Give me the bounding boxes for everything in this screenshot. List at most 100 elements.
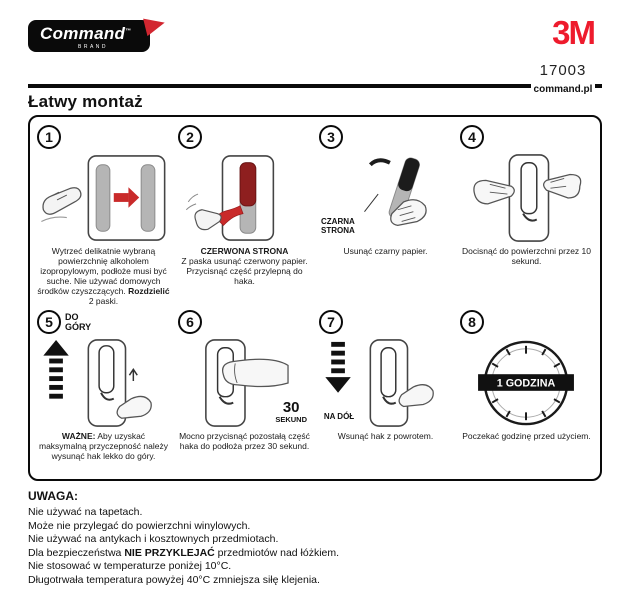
- step-7-caption: Wsunąć hak z powrotem.: [319, 431, 452, 441]
- hand-icon: [42, 187, 82, 215]
- peeled-black-flap: [368, 158, 391, 167]
- step-3-header: 3: [319, 125, 452, 151]
- step-2-illustration: [178, 153, 311, 243]
- command-logo: Command™ BRAND: [28, 13, 167, 52]
- caption-text: Usunąć czarny papier.: [343, 246, 428, 256]
- step-4-caption: Docisnąć do powierzchni przez 10 sekund.: [460, 246, 593, 266]
- step-1-caption: Wytrzeć delikatnie wybraną powierzchnię …: [37, 246, 170, 306]
- clock-icon: 1 GODZINA: [478, 340, 574, 426]
- strip-left: [95, 164, 111, 232]
- caption-text: Z paska usunąć czerwony papier. Przycisn…: [181, 256, 308, 287]
- product-code: 17003: [539, 62, 587, 79]
- red-liner: [239, 162, 257, 207]
- title-rule: [28, 84, 602, 88]
- press-thumb-icon: [205, 339, 289, 427]
- website-label: command.pl: [530, 84, 596, 95]
- step-1: 1 Wytrzeć delikatnie wybraną powierzchni…: [34, 123, 173, 308]
- step-5-header: 5 DO GÓRY: [37, 310, 170, 336]
- step-8: 8: [457, 308, 596, 475]
- step-5-caption: WAŻNE: Aby uzyskać maksymalną przyczepno…: [37, 431, 170, 461]
- brand-arrow-icon: [143, 13, 167, 37]
- wipe-surface-icon: [41, 155, 166, 241]
- hook: [98, 345, 115, 394]
- slide-hook-up-icon: [43, 339, 152, 427]
- step-7: 7 NA DÓŁ Wsunąć hak z powrotem.: [316, 308, 455, 475]
- warning-line: Nie używać na tapetach.: [28, 506, 143, 518]
- steps-panel: 1 Wytrzeć delikatnie wybraną powierzchni…: [28, 115, 602, 481]
- step-1-illustration: [37, 153, 170, 243]
- caption-text: 2 paski.: [88, 296, 119, 307]
- down-direction-label: NA DÓŁ: [323, 412, 355, 422]
- left-hand-icon: [473, 179, 515, 205]
- peeled-flap: [215, 205, 244, 226]
- black-liner: [398, 158, 420, 192]
- step-2-header: 2: [178, 125, 311, 151]
- step-7-header: 7: [319, 310, 452, 336]
- step-number: 5: [37, 310, 61, 335]
- caption-text: Aby uzyskać maksymalną przyczepność nale…: [39, 431, 168, 462]
- separate-arrow-icon: [128, 187, 140, 208]
- warning-text: przedmiotów nad łóżkiem.: [214, 546, 340, 559]
- caption-text: Docisnąć do powierzchni przez 10 sekund.: [462, 246, 591, 267]
- hook: [380, 347, 397, 398]
- hand-icon: [398, 384, 434, 408]
- step-7-illustration: NA DÓŁ: [319, 338, 452, 428]
- caption-bold: WAŻNE:: [61, 431, 96, 442]
- strip-right: [140, 164, 156, 232]
- step-number: 4: [460, 125, 484, 149]
- warning-line: Nie używać na antykach i kosztownych prz…: [28, 533, 279, 545]
- clock-band: [478, 374, 574, 391]
- step-number: 6: [178, 310, 202, 335]
- step-3-caption: Usunąć czarny papier.: [319, 246, 452, 256]
- warning-line: Długotrwała temperatura powyżej 40°C zmn…: [28, 573, 320, 586]
- step-4: 4 Docisnąć do powierzchni przez 10 sekun…: [457, 123, 596, 308]
- step-2-caption: CZERWONA STRONA Z paska usunąć czerwony …: [178, 246, 311, 286]
- step-number: 7: [319, 310, 343, 335]
- one-hour-label: 1 GODZINA: [497, 378, 556, 390]
- step-number: 8: [460, 310, 484, 335]
- step-6: 6 30 SEKUND Mocno przycisnąć pozostałą c…: [175, 308, 314, 475]
- brand-name: Command: [40, 24, 126, 43]
- step-4-illustration: [460, 153, 593, 243]
- step-4-header: 4: [460, 125, 593, 151]
- seconds-value: 30: [282, 399, 300, 417]
- step-3-illustration: CZARNA STRONA: [319, 153, 452, 243]
- warning-bold: NIE PRZYKLEJAĆ: [124, 546, 215, 559]
- caption-heading: CZERWONA STRONA: [200, 246, 289, 256]
- seconds-unit: SEKUND: [275, 415, 307, 425]
- step-8-caption: Poczekać godzinę przed użyciem.: [460, 431, 593, 441]
- right-hand-icon: [542, 173, 582, 199]
- down-arrow-icon: [325, 377, 351, 393]
- peel-red-liner-icon: [185, 155, 275, 241]
- caption-text: Mocno przycisnąć pozostałą część haka do…: [179, 431, 310, 452]
- step-6-header: 6: [178, 310, 311, 336]
- step-5-illustration: [37, 338, 170, 428]
- warning-line: Dla bezpieczeństwa NIE PRZYKLEJAĆ przedm…: [28, 547, 610, 561]
- hook: [520, 162, 538, 215]
- step-number: 3: [319, 125, 343, 149]
- step-number: 1: [37, 125, 61, 149]
- command-logo-text: Command™: [28, 20, 150, 44]
- step-2: 2 CZERWONA STRONA Z paska usunąć czerwon…: [175, 123, 314, 308]
- trademark-symbol: ™: [125, 28, 132, 35]
- step-3: 3 CZARNA STRONA Usunąć czarny papier.: [316, 123, 455, 308]
- black-side-label: CZARNA STRONA: [321, 216, 355, 235]
- warning-line: Może nie przylegać do powierzchni winylo…: [28, 519, 251, 532]
- step-1-header: 1: [37, 125, 170, 151]
- step-6-illustration: 30 SEKUND: [178, 338, 311, 428]
- step-number: 2: [178, 125, 202, 149]
- up-direction-label: DO GÓRY: [65, 312, 92, 332]
- hand-icon: [390, 199, 427, 227]
- press-to-wall-icon: [473, 154, 582, 242]
- warning-line: Nie stosować w temperaturze poniżej 10°C…: [28, 560, 232, 572]
- product-code-block: 17003 command.pl: [520, 62, 606, 97]
- hand-icon: [194, 209, 222, 231]
- caption-text: Wytrzeć delikatnie wybraną powierzchnię …: [37, 246, 167, 297]
- thumb-icon: [221, 358, 289, 388]
- step-8-header: 8: [460, 310, 593, 336]
- brand-sub-label: BRAND: [78, 44, 109, 50]
- slide-hook-down-icon: [325, 339, 434, 427]
- caption-text: Poczekać godzinę przed użyciem.: [462, 431, 591, 442]
- remove-black-paper-icon: [364, 157, 427, 227]
